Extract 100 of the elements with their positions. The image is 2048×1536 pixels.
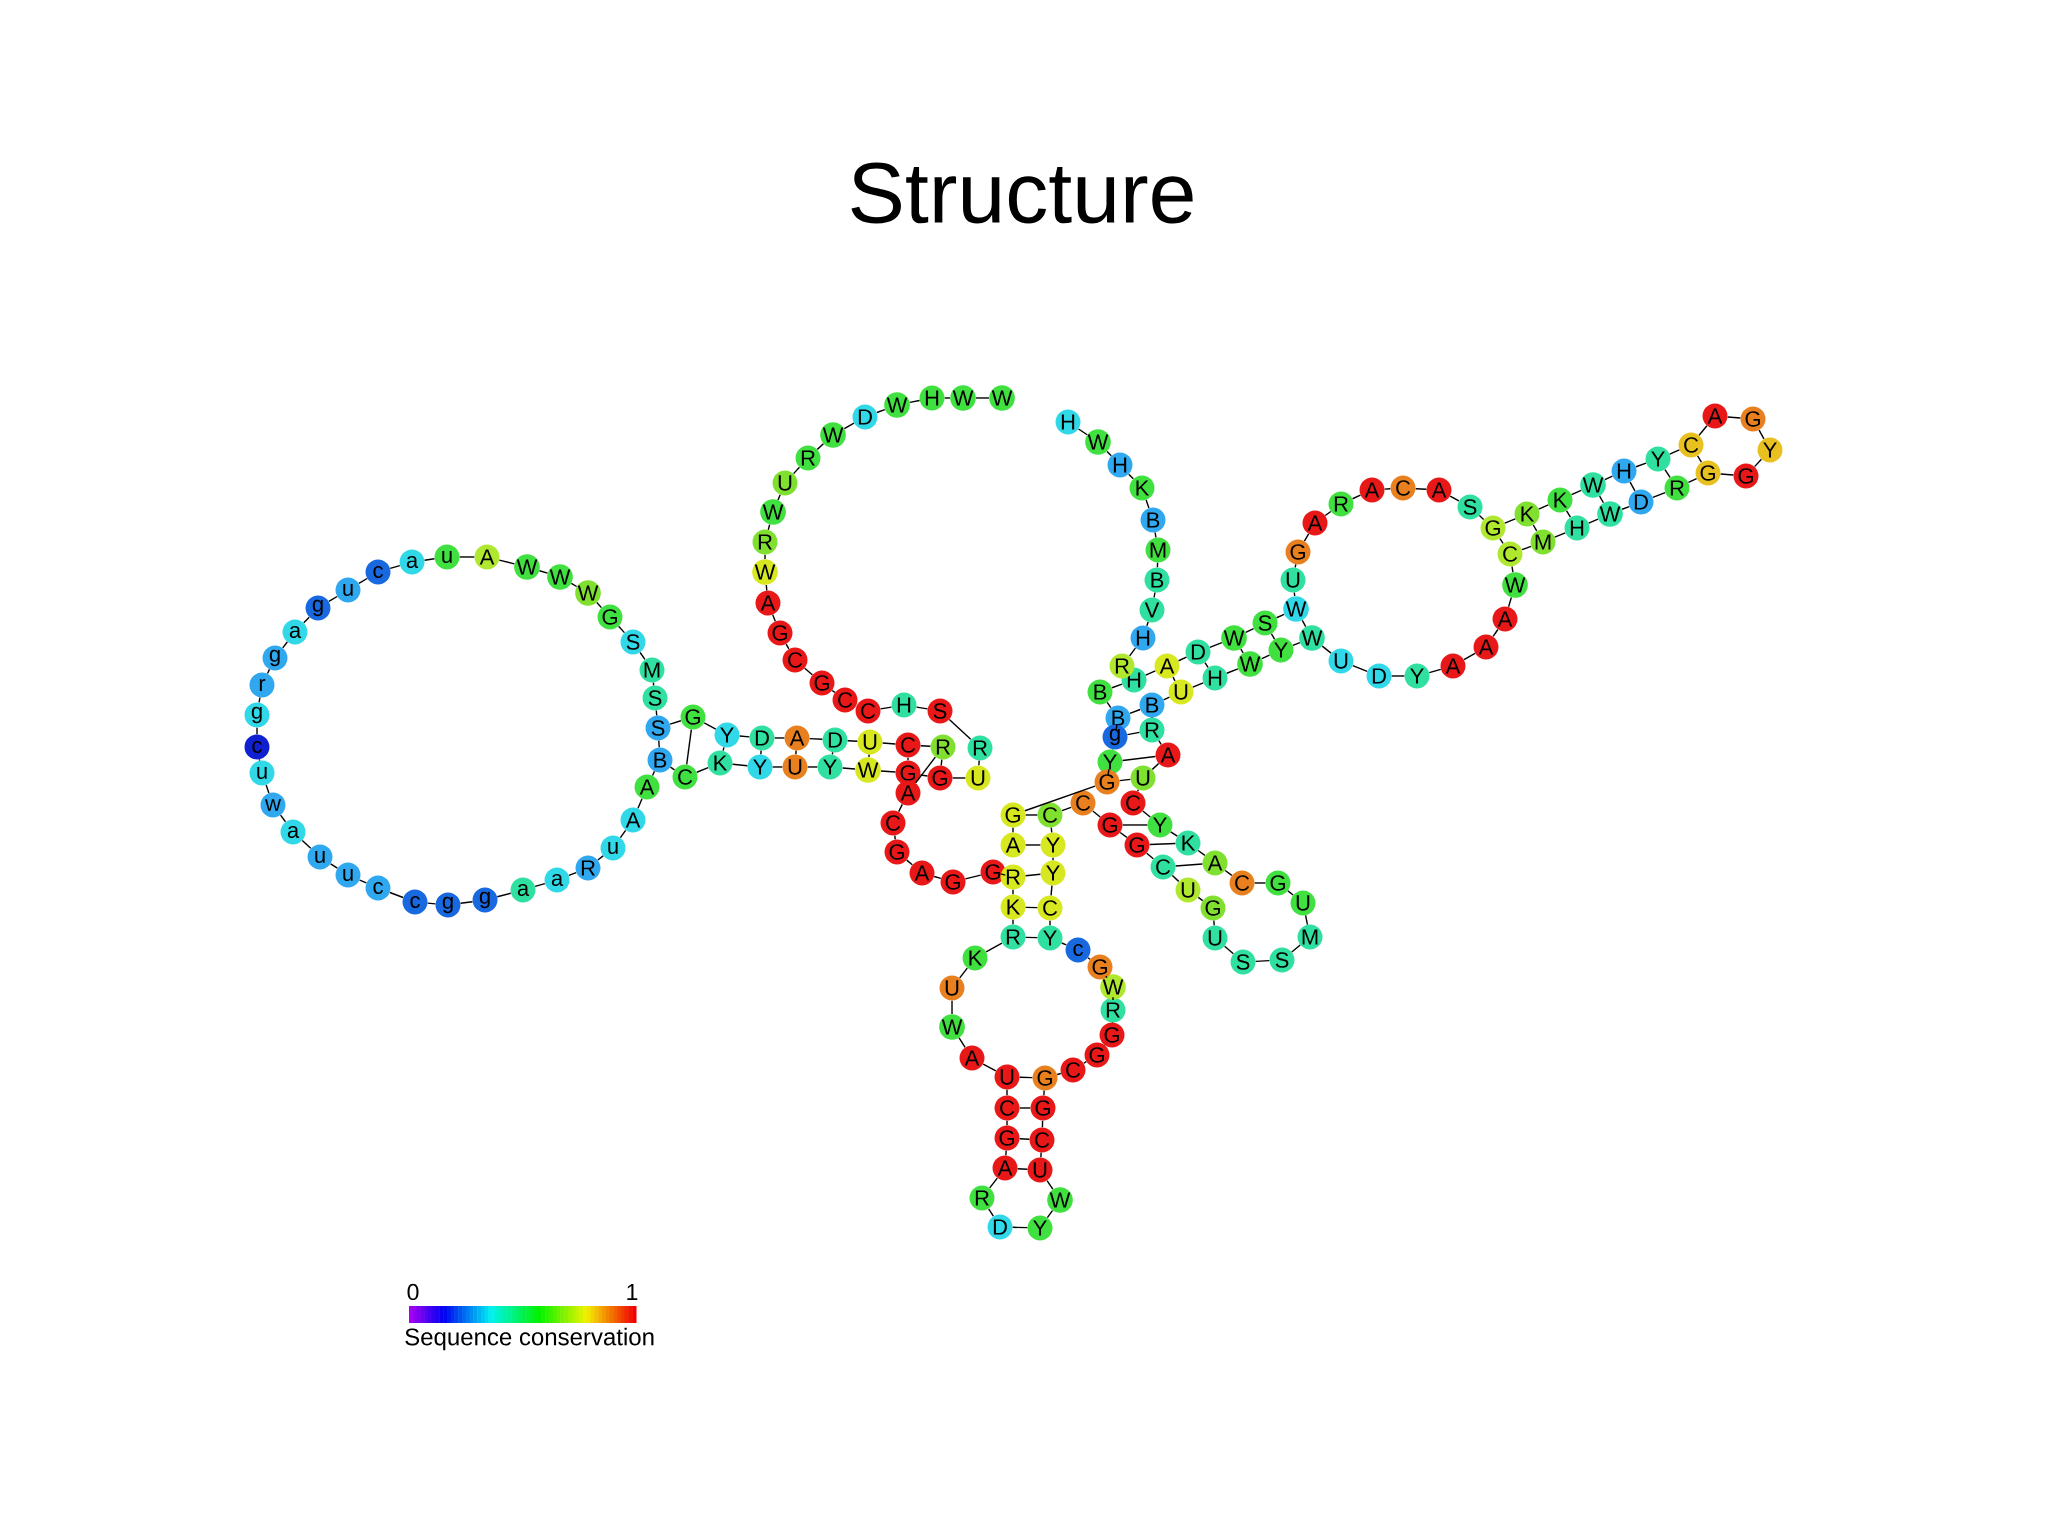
connector-line <box>1197 896 1204 902</box>
connector-line <box>570 582 578 588</box>
connector-line <box>767 523 771 531</box>
connector-line <box>1303 533 1310 542</box>
connector-line <box>831 751 834 756</box>
connector-line <box>1324 510 1332 517</box>
connector-line <box>1005 1149 1007 1156</box>
connector-line <box>1449 495 1460 502</box>
connector-line <box>1017 1168 1029 1170</box>
connector-line <box>1025 844 1041 846</box>
connector-line <box>959 967 968 979</box>
connector-line <box>1061 942 1068 946</box>
node-label: G <box>900 765 915 781</box>
connector-line <box>597 855 604 861</box>
connector-line <box>1652 491 1666 499</box>
connector-line <box>1223 945 1235 955</box>
connector-line <box>906 859 913 866</box>
connector-line <box>1664 468 1671 479</box>
connector-line <box>1158 739 1162 745</box>
connector-line <box>1025 936 1038 939</box>
connector-line <box>1753 458 1763 468</box>
connector-line <box>1629 481 1636 492</box>
connector-line <box>1384 488 1392 490</box>
connector-line <box>1040 1151 1042 1158</box>
connector-line <box>907 756 909 761</box>
connector-line <box>1153 591 1156 599</box>
connector-line <box>1041 1120 1044 1128</box>
connector-line <box>964 874 982 880</box>
connector-line <box>760 749 762 755</box>
connector-line <box>282 641 288 649</box>
connector-line <box>1012 918 1014 925</box>
connector-line <box>1112 996 1114 1001</box>
connector-line <box>1213 919 1215 926</box>
connector-line <box>915 756 937 784</box>
connector-line <box>1291 944 1301 953</box>
connector-line <box>265 784 270 794</box>
connector-line <box>1177 656 1188 662</box>
connector-line <box>1154 531 1157 539</box>
connector-line <box>496 892 512 898</box>
connector-line <box>303 616 310 624</box>
connector-line <box>1352 664 1368 673</box>
connector-line <box>1175 863 1204 867</box>
connector-line <box>1463 652 1476 661</box>
connector-line <box>1696 455 1703 463</box>
connector-line <box>1240 648 1244 654</box>
connector-line <box>989 1177 998 1189</box>
connector-line <box>1121 755 1157 762</box>
connector-line <box>1415 488 1428 490</box>
connector-line <box>1588 518 1599 524</box>
connector-line <box>1111 748 1114 751</box>
connector-line <box>1621 505 1630 510</box>
connector-line <box>1254 882 1266 884</box>
connector-line <box>1245 627 1255 633</box>
connector-line <box>1301 619 1307 628</box>
connector-line <box>1146 852 1154 860</box>
connector-line <box>1043 1089 1045 1096</box>
connector-line <box>1126 731 1141 736</box>
connector-line <box>1170 831 1179 837</box>
connector-line <box>1128 647 1137 657</box>
connector-line <box>944 397 951 399</box>
connector-line <box>1304 914 1309 926</box>
connector-line <box>843 422 855 430</box>
scale-tick-label: 0 <box>407 1283 419 1301</box>
connector-line <box>951 999 953 1015</box>
connector-line <box>952 777 966 779</box>
connector-line <box>652 681 655 687</box>
connector-line <box>696 767 709 773</box>
connector-line <box>1294 563 1297 569</box>
connector-line <box>1504 518 1516 524</box>
connector-line <box>1129 708 1141 715</box>
connector-line <box>816 443 825 451</box>
connector-line <box>1128 473 1134 480</box>
connector-line <box>1012 1226 1028 1229</box>
connector-line <box>1209 642 1223 649</box>
connector-line <box>1669 449 1680 455</box>
connector-line <box>920 745 932 747</box>
connector-line <box>330 863 339 869</box>
connector-line <box>596 601 603 609</box>
connector-line <box>1024 873 1042 877</box>
connector-line <box>1050 826 1053 834</box>
connector-line <box>1111 1021 1114 1024</box>
connector-line <box>1172 676 1176 682</box>
connector-line <box>1511 565 1514 573</box>
connector-line <box>1146 621 1149 627</box>
connector-line <box>881 742 897 745</box>
connector-line <box>1275 613 1285 619</box>
connector-line <box>1162 696 1171 701</box>
connector-line <box>1149 842 1176 846</box>
connector-line <box>785 643 790 650</box>
connector-line <box>256 726 258 735</box>
connector-line <box>1270 633 1276 640</box>
connector-line <box>847 740 859 742</box>
connector-line <box>792 466 801 475</box>
connector-line <box>1111 683 1123 689</box>
connector-line <box>1061 806 1072 812</box>
connector-line <box>1428 668 1442 674</box>
connector-line <box>1106 701 1112 709</box>
connector-line <box>328 595 338 603</box>
title: Structure <box>851 162 1193 224</box>
connector-line <box>534 882 546 888</box>
